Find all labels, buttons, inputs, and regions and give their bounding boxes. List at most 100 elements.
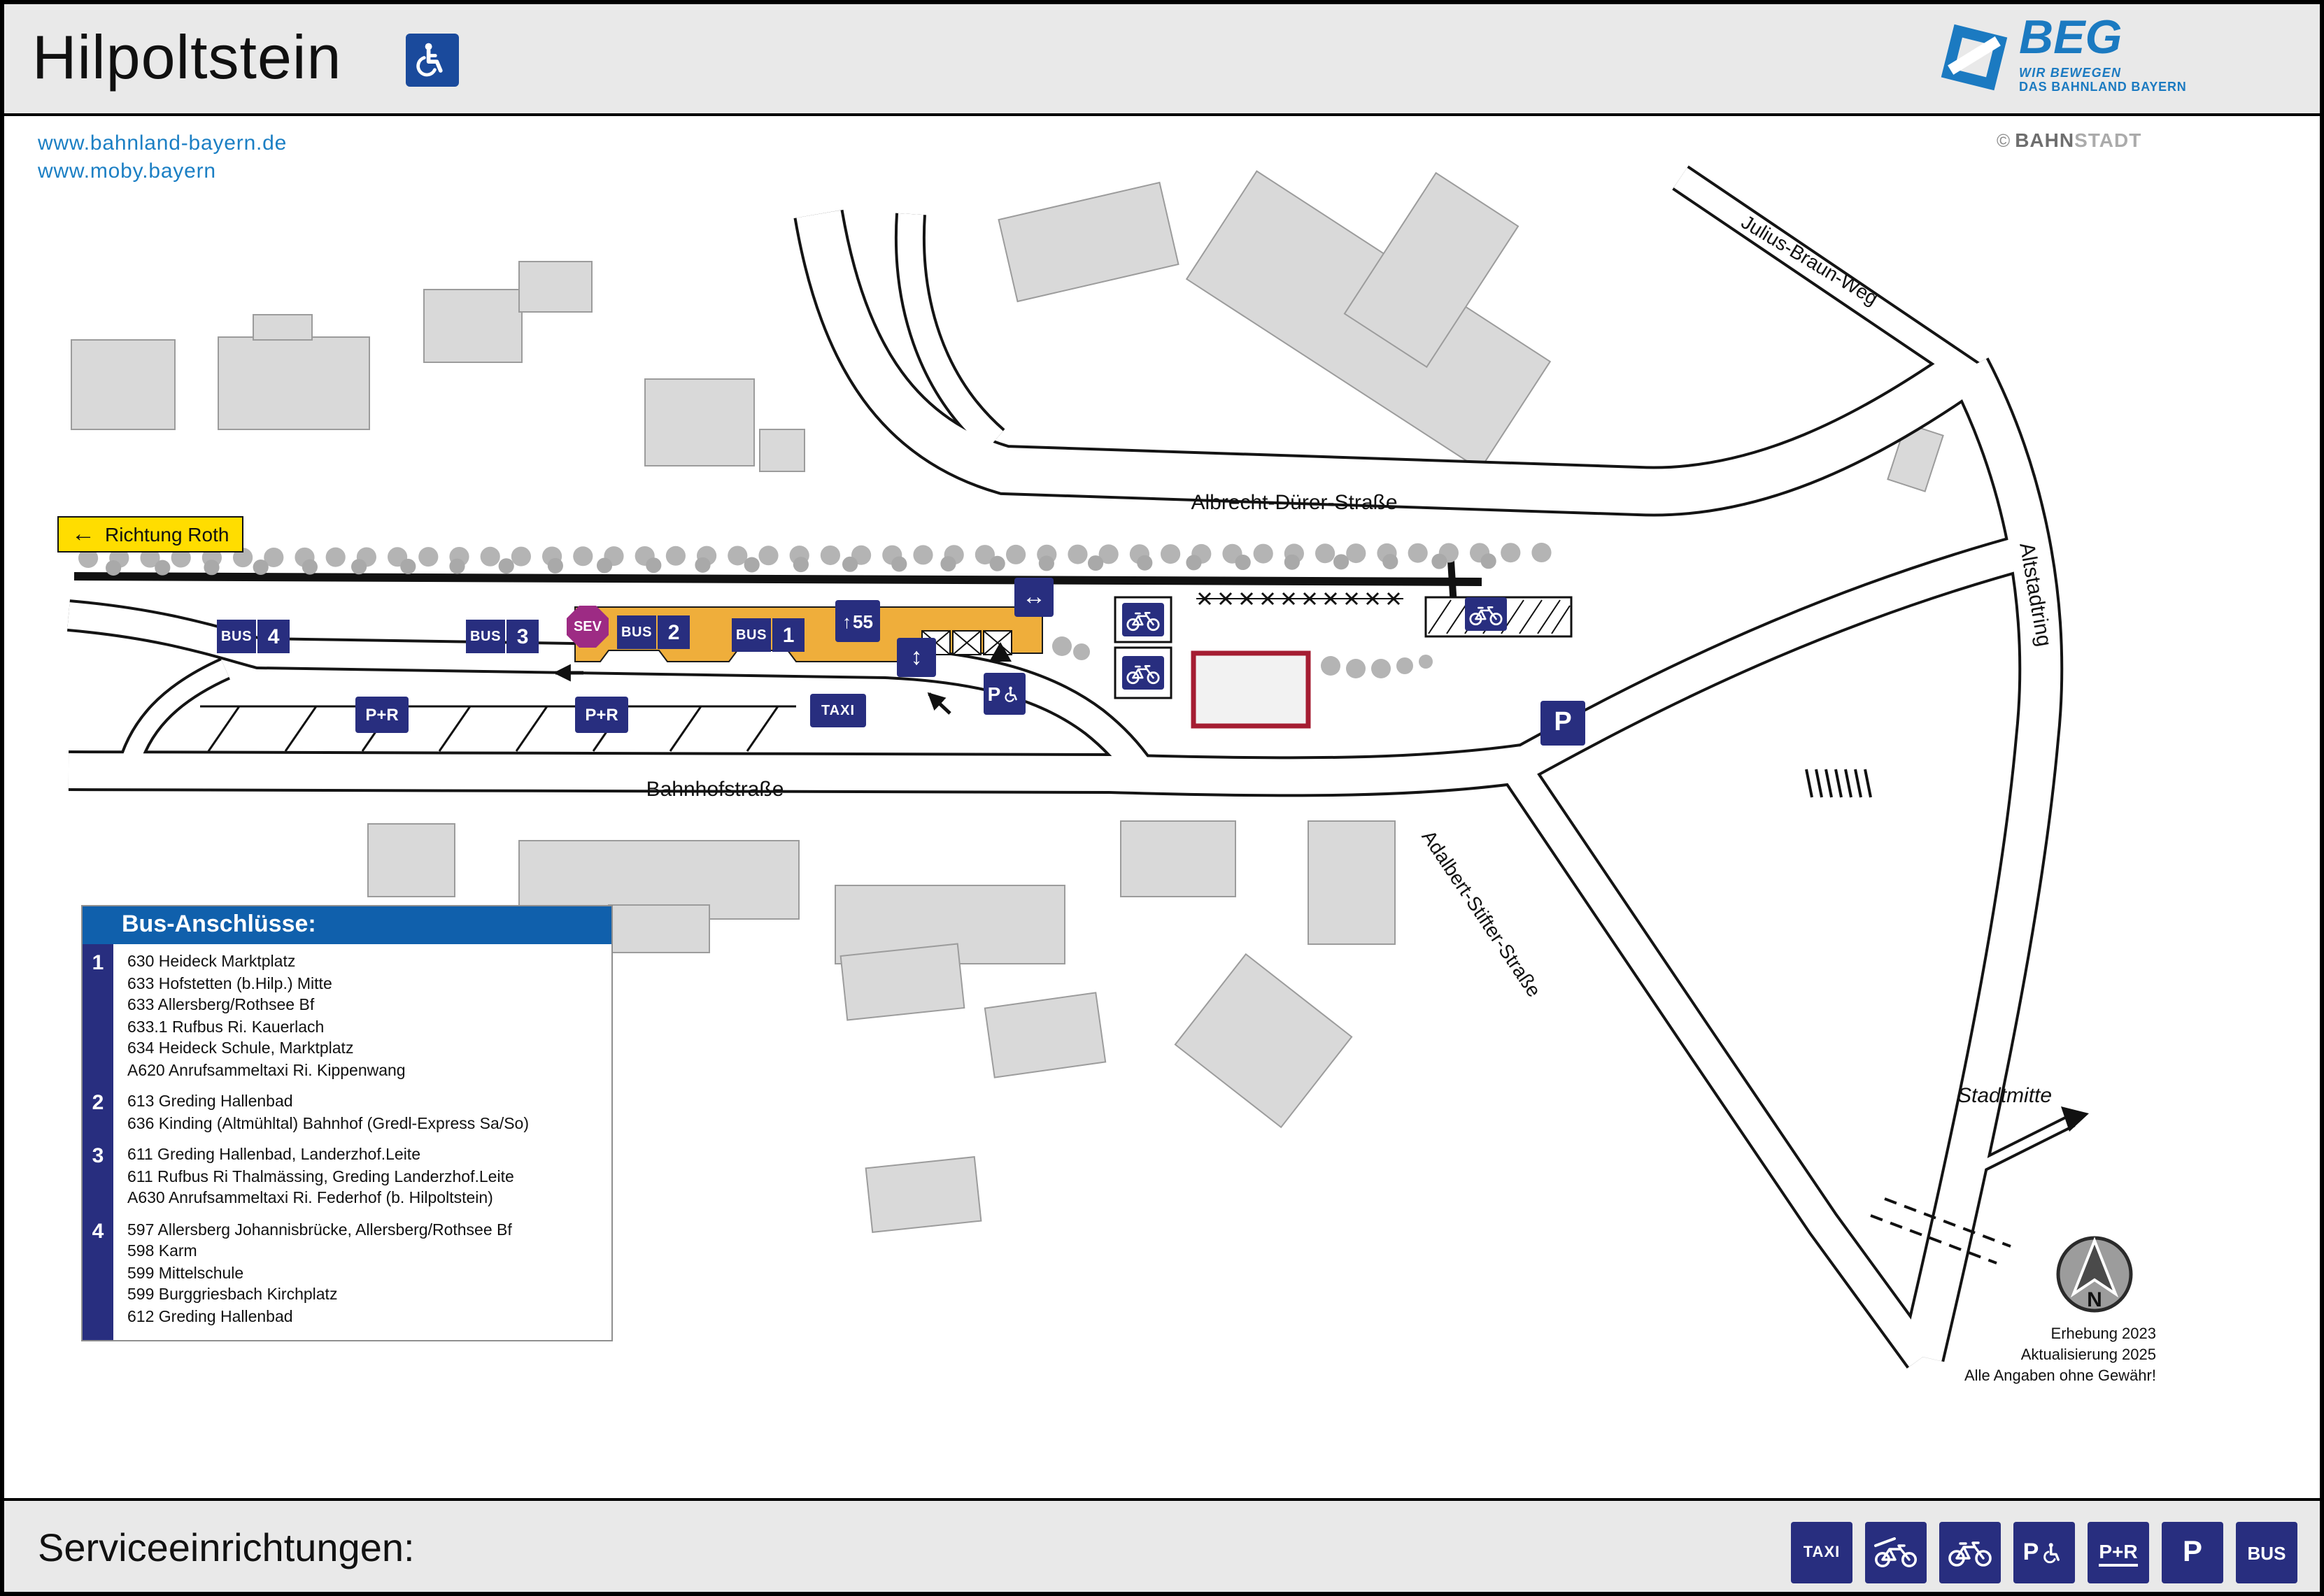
legend-body: 1 630 Heideck Marktplatz 633 Hofstetten … (83, 944, 611, 1340)
buildings-layer (71, 170, 1944, 1234)
track-55-sign: ↑55 (835, 600, 880, 642)
bus-line: 633.1 Rufbus Ri. Kauerlach (127, 1019, 325, 1036)
website-links[interactable]: www.bahnland-bayern.de www.moby.bayern (38, 130, 287, 186)
map-notes: Erhebung 2023 Aktualisierung 2025 Alle A… (1935, 1325, 2156, 1388)
parking-bays (200, 705, 796, 752)
beg-wordmark: BEG (2019, 11, 2123, 64)
bus-line: 613 Greding Hallenbad (127, 1094, 293, 1111)
up-down-arrow-icon: ↕ (910, 643, 923, 670)
bus-stop-3: BUS 3 (466, 620, 539, 653)
north-compass: N (2056, 1236, 2133, 1313)
richtung-roth-label: Richtung Roth (105, 523, 229, 546)
bus-line: 634 Heideck Schule, Marktplatz (127, 1041, 354, 1057)
beg-logo-mark-icon (1941, 24, 2008, 91)
bus-tag: BUS (217, 620, 257, 653)
pr-label: P+R (365, 705, 399, 725)
road-fills (67, 167, 2074, 1367)
legend-group-2: 2 613 Greding Hallenbad 636 Kinding (Alt… (83, 1092, 603, 1136)
bike-parking-sign (1122, 603, 1164, 636)
shelter-mark (989, 642, 1012, 662)
station-building (1191, 650, 1311, 729)
disabled-parking-icon: P (2013, 1522, 2075, 1583)
bus-stop-4: BUS 4 (217, 620, 290, 653)
wheelchair-icon (416, 43, 443, 77)
park-and-ride-icon: P+R (2088, 1522, 2149, 1583)
pr-label: P+R (585, 705, 618, 725)
taxi-stand-sign: TAXI (810, 694, 866, 727)
underpass-access-icon: ↕ (897, 638, 936, 677)
bus-stop-2: BUS 2 (617, 615, 690, 649)
track-crossing (921, 630, 1012, 662)
street-label-adalbert: Adalbert-Stifter-Straße (1417, 827, 1545, 1002)
bus-line: 599 Burggriesbach Kirchplatz (127, 1287, 338, 1304)
left-arrow-icon: ← (71, 520, 95, 547)
bus-line: 597 Allersberg Johannisbrücke, Allersber… (127, 1222, 512, 1239)
legend-number-strip (83, 944, 113, 1340)
track-number: 55 (853, 611, 873, 632)
beg-tagline-1: WIR BEWEGEN (2019, 66, 2122, 80)
accessibility-badge (406, 34, 459, 87)
beg-logo: BEG WIR BEWEGEN DAS BAHNLAND BAYERN (1938, 13, 2187, 94)
park-and-ride-sign: P+R (355, 697, 409, 733)
bus-tag: BUS (466, 620, 506, 653)
street-label-julius: Julius-Braun-Weg (1738, 211, 1882, 309)
service-facility-icons: TAXI P P+R (1791, 1522, 2297, 1583)
steps (1805, 769, 1872, 798)
service-facilities-title: Serviceeinrichtungen: (38, 1526, 415, 1569)
disabled-parking-sign: P (984, 673, 1026, 715)
stop-number: 1 (772, 618, 805, 652)
bus-line: 611 Greding Hallenbad, Landerzhof.Leite (127, 1147, 420, 1164)
bus-line: 636 Kinding (Altmühltal) Bahnhof (Gredl-… (127, 1116, 530, 1132)
tree-clusters (1052, 636, 1433, 678)
direction-arrows (553, 664, 951, 715)
link-bahnland-bayern[interactable]: www.bahnland-bayern.de (38, 131, 288, 155)
fence-marks (1196, 592, 1403, 606)
up-arrow-icon: ↑ (842, 611, 852, 632)
parking-icon: P (2162, 1522, 2223, 1583)
legend-group-1: 1 630 Heideck Marktplatz 633 Hofstetten … (83, 951, 603, 1083)
bus-line: 611 Rufbus Ri Thalmässing, Greding Lande… (127, 1169, 514, 1185)
legend-group-3: 3 611 Greding Hallenbad, Landerzhof.Leit… (83, 1145, 603, 1211)
bus-line: A620 Anrufsammeltaxi Ri. Kippenwang (127, 1062, 406, 1079)
stadtmitte-label: Stadtmitte (1957, 1084, 2053, 1108)
tree-row (78, 543, 1560, 576)
richtung-roth-sign: ← Richtung Roth (57, 516, 243, 553)
p-label: P (1554, 708, 1572, 737)
bike-parking-sign (1122, 656, 1164, 690)
parking-sign: P (1540, 701, 1585, 746)
left-right-arrow-icon: ↔ (1022, 583, 1046, 610)
p-label: P (2022, 1539, 2039, 1565)
link-moby-bayern[interactable]: www.moby.bayern (38, 159, 216, 183)
bike-parking-sign (1465, 597, 1507, 631)
station-map: N Albrecht-Dürer-Straße Bahnhofstraße Ju… (67, 165, 2133, 1369)
stop-number: 1 (92, 951, 104, 975)
bike-parking-icon (1939, 1522, 2001, 1583)
legend-title: Bus-Anschlüsse: (83, 906, 611, 944)
bike-icon (1126, 611, 1160, 631)
p-label: P (2182, 1536, 2202, 1568)
pr-label: P+R (2099, 1539, 2138, 1566)
bahnstadt-credit: ©BAHNSTADT (1997, 129, 2141, 151)
p-label: P (987, 683, 1001, 705)
street-label-albrecht: Albrecht-Dürer-Straße (1191, 491, 1397, 514)
header-band: Hilpoltstein BEG WIR BEWEGEN DAS BAHNLAN… (4, 4, 2320, 116)
bike-icon (1126, 664, 1160, 684)
footer-band (4, 1498, 2320, 1592)
stop-number: 4 (92, 1219, 104, 1243)
bus-line: 598 Karm (127, 1244, 197, 1260)
covered-bike-parking-icon (1865, 1522, 1927, 1583)
bus-line: 633 Allersberg/Rothsee Bf (127, 997, 315, 1014)
stop-number: 2 (92, 1091, 104, 1115)
north-label: N (2087, 1288, 2102, 1311)
crossing-both-sides-icon: ↔ (1014, 578, 1054, 617)
stop-number: 3 (506, 620, 539, 653)
bus-connections-legend: Bus-Anschlüsse: 1 630 Heideck Marktplatz… (81, 905, 613, 1341)
bus-line: 633 Hofstetten (b.Hilp.) Mitte (127, 976, 332, 992)
bus-tag: BUS (617, 615, 657, 649)
bus-icon: BUS (2236, 1522, 2297, 1583)
stadtmitte-arrowhead (2061, 1106, 2089, 1132)
dashed-crossing (1870, 1197, 2011, 1264)
bus-line: 630 Heideck Marktplatz (127, 954, 296, 971)
